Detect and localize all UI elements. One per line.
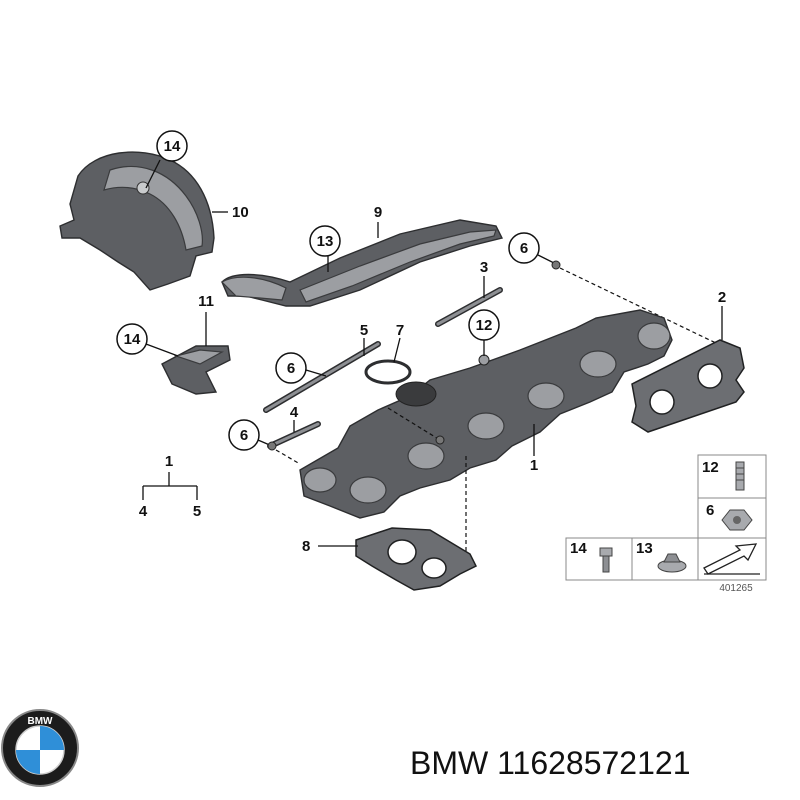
callout-6-middle: 6 [287, 360, 295, 377]
stud-part-4 [267, 421, 321, 449]
callout-9: 9 [374, 204, 382, 221]
stud-part-3 [435, 287, 503, 327]
callout-3: 3 [480, 259, 488, 276]
seal-ring-part-7 [364, 359, 412, 385]
legend-panel: 12 6 14 13 401265 [565, 454, 767, 594]
callout-14-top: 14 [164, 138, 181, 155]
callout-5: 5 [360, 322, 368, 339]
callout-8: 8 [302, 538, 310, 555]
callout-6-lower: 6 [240, 427, 248, 444]
bracket-part-11 [161, 345, 231, 395]
bmw-logo-letters: BMW [28, 716, 54, 727]
exhaust-manifold-part-1 [299, 309, 673, 519]
gasket-part-2 [631, 339, 745, 433]
tree-label-1: 1 [165, 453, 173, 470]
callout-11: 11 [198, 293, 214, 310]
legend-label-6: 6 [706, 502, 714, 519]
heat-shield-part-9 [221, 219, 504, 307]
gasket-part-8 [355, 527, 478, 591]
tree-label-4: 4 [139, 503, 148, 520]
callout-12: 12 [476, 317, 493, 334]
heat-shield-part-10 [59, 151, 215, 291]
callout-6-upper: 6 [520, 240, 528, 257]
callout-1-manifold: 1 [530, 457, 538, 474]
stud-part-5 [263, 341, 381, 413]
callout-10: 10 [232, 204, 249, 221]
diagram-reference-number: 401265 [719, 583, 753, 594]
part-number-label: BMW 11628572121 [410, 745, 690, 781]
callout-14-middle: 14 [124, 331, 141, 348]
legend-label-13: 13 [636, 540, 653, 557]
tree-label-5: 5 [193, 503, 201, 520]
callout-2: 2 [718, 289, 726, 306]
assembly-tree: 1 4 5 [139, 453, 201, 520]
legend-label-12: 12 [702, 459, 719, 476]
callout-13-upper: 13 [317, 233, 334, 250]
legend-label-14: 14 [570, 540, 587, 557]
callout-7: 7 [396, 322, 404, 339]
bmw-logo: BMW [1, 709, 79, 787]
callout-4: 4 [290, 404, 299, 421]
